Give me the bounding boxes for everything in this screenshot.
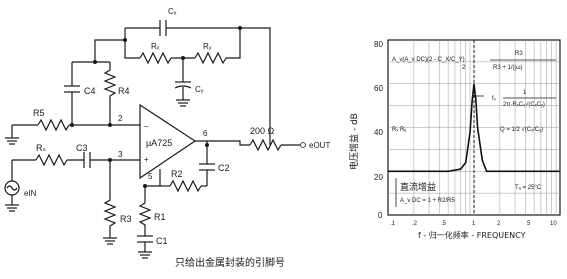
opamp-ua725: μA725 2 3 5 6 − + — [118, 103, 208, 181]
capacitor-c2 — [199, 145, 215, 186]
label-ein: eIN — [24, 189, 37, 198]
opamp-label: μA725 — [146, 138, 172, 148]
label-c2: C2 — [218, 163, 230, 173]
gain-graph: 电压增益 - dB 80 60 40 20 0 .1 .2 .5 1 2 5 1… — [348, 39, 561, 240]
label-r3: R3 — [120, 214, 132, 224]
dc-gain-cn: 直流增益 — [400, 181, 436, 193]
dc-gain-expr: A_v DC = 1 + R2/R5 — [400, 198, 455, 204]
pin-5-label: 5 — [148, 172, 153, 181]
x-tick-0.5: .5 — [441, 221, 447, 227]
y-tick-20: 20 — [374, 173, 383, 182]
label-r2: R2 — [171, 169, 183, 179]
label-cy: Cᵧ — [195, 85, 204, 94]
graph-ylabel: 电压增益 - dB — [348, 113, 360, 170]
label-r4: R4 — [118, 86, 130, 96]
resistor-rs — [35, 153, 68, 167]
gain-curve — [388, 83, 560, 173]
circuit-schematic: Cₓ Rₓ Rᵧ Cᵧ — [4, 7, 330, 269]
x-tick-2: 2 — [497, 221, 501, 227]
resistor-r4 — [103, 62, 117, 125]
resistor-r5 — [5, 118, 72, 145]
label-ry: Rᵧ — [203, 42, 212, 51]
label-r1: R1 — [154, 212, 166, 222]
formula-f0-a: f₀ — [492, 96, 497, 102]
formula-line1b: 2 — [462, 65, 466, 71]
source-ein — [4, 160, 20, 212]
formula-q: Q = 1/2 √(Cₓ/Cᵧ) — [500, 126, 543, 133]
formula-f0-b: 1 — [523, 90, 527, 96]
svg-text:+: + — [144, 155, 149, 164]
label-200-ohm: 200 Ω — [250, 126, 275, 136]
formula-f0-c: 2π·RₓCₓ√(CₓCᵧ) — [503, 101, 545, 108]
graph-xlabel: f - 归一化频率 - FREQUENCY — [418, 230, 526, 240]
grid — [388, 40, 560, 215]
capacitor-cx — [159, 20, 184, 36]
resistor-r1 — [138, 202, 152, 236]
label-rs: Rₛ — [36, 143, 46, 153]
pin-2-label: 2 — [118, 114, 123, 123]
x-tick-1: 1 — [472, 221, 476, 227]
dc-gain-note: 直流增益 A_v DC = 1 + R2/R5 — [395, 178, 455, 207]
formula-line2: R3 — [515, 51, 523, 57]
label-rx: Rₓ — [151, 42, 160, 51]
label-eout: eOUT — [309, 141, 330, 150]
capacitor-c1 — [137, 235, 153, 259]
resistor-200-ohm — [249, 138, 282, 152]
label-r5: R5 — [33, 108, 45, 118]
formula-block: A_v(A_v DC)(2 - C_X/C_Y) 2 R3 R3 + 1/(jω… — [392, 51, 556, 191]
formula-line1: A_v(A_v DC)(2 - C_X/C_Y) — [392, 57, 465, 63]
y-tick-60: 60 — [374, 84, 383, 93]
y-tick-80: 80 — [374, 40, 383, 49]
capacitor-c4 — [64, 62, 80, 125]
label-cx: Cₓ — [168, 7, 177, 16]
resistor-ry — [194, 51, 227, 65]
resistor-rx — [139, 51, 172, 65]
y-tick-0: 0 — [378, 211, 383, 220]
y-tick-40: 40 — [374, 128, 383, 137]
formula-r-text: Rₓ Rᵧ — [392, 127, 406, 133]
pin-6-label: 6 — [203, 129, 208, 138]
pin-3-label: 3 — [118, 150, 123, 159]
label-c4: C4 — [84, 86, 96, 96]
x-tick-0.1: .1 — [390, 221, 396, 227]
x-tick-10: 10 — [550, 221, 557, 227]
capacitor-c3 — [83, 152, 91, 168]
svg-text:−: − — [144, 122, 149, 131]
formula-line3: R3 + 1/(jω) — [493, 65, 523, 71]
circuit-caption: 只给出金属封装的引脚号 — [175, 256, 285, 269]
resistor-r2 — [169, 179, 202, 193]
label-c1: C1 — [156, 236, 168, 246]
capacitor-cy — [174, 58, 192, 107]
x-tick-5: 5 — [527, 221, 531, 227]
x-tick-0.2: .2 — [412, 221, 418, 227]
formula-ta: Tₐ = 25°C — [515, 185, 542, 191]
label-c3: C3 — [76, 143, 88, 153]
resistor-r3 — [103, 160, 117, 245]
